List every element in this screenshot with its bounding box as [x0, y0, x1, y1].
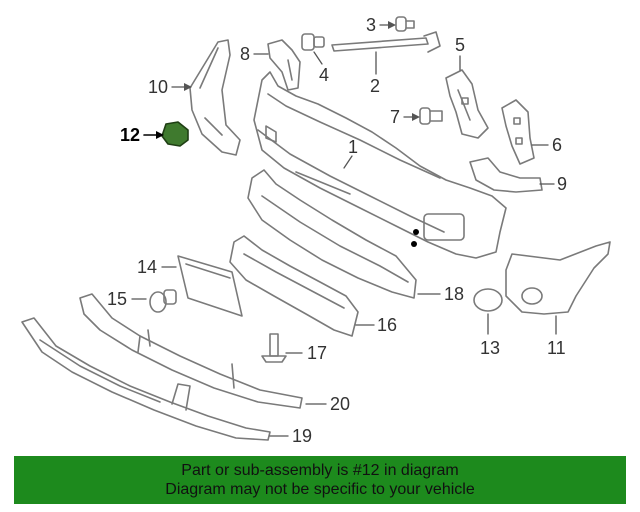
callout-4: 4 [313, 51, 329, 85]
part-14-plate-bracket [177, 255, 243, 317]
part-3-screw [395, 16, 415, 32]
svg-text:11: 11 [547, 338, 566, 358]
svg-text:16: 16 [377, 315, 397, 335]
svg-text:5: 5 [455, 35, 465, 55]
part-5-bracket [445, 69, 489, 139]
svg-text:17: 17 [307, 343, 327, 363]
svg-text:13: 13 [480, 338, 500, 358]
part-6-bracket [501, 99, 535, 165]
part-8-bracket [267, 39, 301, 91]
svg-text:14: 14 [137, 257, 157, 277]
callout-6: 6 [531, 135, 562, 155]
callout-12: 12 [120, 125, 164, 145]
callout-10: 10 [148, 77, 192, 97]
callout-15: 15 [107, 289, 147, 309]
svg-text:9: 9 [557, 174, 567, 194]
svg-text:4: 4 [319, 65, 329, 85]
part-7-bolt [419, 107, 443, 125]
svg-text:1: 1 [348, 137, 358, 157]
part-19-lower-bar [21, 317, 271, 441]
svg-text:19: 19 [292, 426, 312, 446]
part-1-bumper [253, 71, 507, 259]
svg-text:18: 18 [444, 284, 464, 304]
svg-text:6: 6 [552, 135, 562, 155]
callout-17: 17 [285, 343, 327, 363]
callout-2: 2 [370, 51, 380, 96]
part-2-rod [331, 31, 441, 53]
callout-3: 3 [366, 15, 396, 35]
part-4-nut [301, 33, 325, 51]
svg-text:7: 7 [390, 107, 400, 127]
parts-diagram: 1 2 3 4 5 6 7 8 9 10 11 [21, 15, 611, 446]
svg-text:8: 8 [240, 44, 250, 64]
callout-14: 14 [137, 257, 177, 277]
callout-19: 19 [269, 426, 312, 446]
part-10-end-cap [189, 39, 241, 156]
callout-18: 18 [417, 284, 464, 304]
banner-line-2: Diagram may not be specific to your vehi… [165, 481, 475, 498]
info-banner: Part or sub-assembly is #12 in diagram D… [14, 456, 626, 504]
part-12-highlighted-clip [161, 121, 189, 147]
part-18-strip [247, 169, 417, 299]
callout-16: 16 [355, 315, 397, 335]
svg-text:10: 10 [148, 77, 168, 97]
part-17-fastener [261, 333, 287, 363]
part-9-bracket [469, 157, 543, 193]
svg-text:15: 15 [107, 289, 127, 309]
part-13-ring [473, 288, 503, 312]
callout-7: 7 [390, 107, 420, 127]
svg-text:2: 2 [370, 76, 380, 96]
callout-8: 8 [240, 44, 269, 64]
callout-5: 5 [455, 35, 465, 71]
callout-20: 20 [305, 394, 350, 414]
callout-13: 13 [480, 313, 500, 358]
svg-text:3: 3 [366, 15, 376, 35]
part-15-clip [149, 289, 177, 313]
callout-11: 11 [547, 315, 566, 358]
callout-9: 9 [539, 174, 567, 194]
part-16-valance [229, 235, 359, 337]
svg-text:20: 20 [330, 394, 350, 414]
banner-line-1: Part or sub-assembly is #12 in diagram [181, 462, 459, 479]
part-11-extension [505, 241, 611, 315]
part-20-reinforcement [79, 293, 303, 409]
callout-1: 1 [343, 137, 358, 169]
svg-text:12: 12 [120, 125, 140, 145]
